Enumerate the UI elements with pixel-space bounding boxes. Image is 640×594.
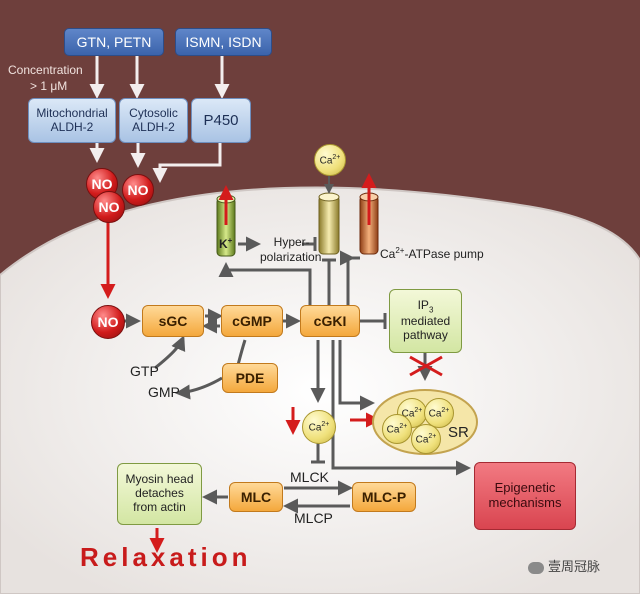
mitochondrial-aldh2-label: ALDH-2 xyxy=(50,119,94,134)
ip3-mediated-label: mediated xyxy=(400,313,451,328)
epigenetic-box: Epigenetic mechanisms xyxy=(474,462,576,530)
gtn-petn-label: GTN, PETN xyxy=(76,33,152,50)
pde-label: PDE xyxy=(235,369,265,386)
no-label-1: NO xyxy=(91,176,113,192)
concentration-threshold: > 1 μM xyxy=(30,79,68,93)
mlck-label: MLCK xyxy=(290,469,329,485)
hyper-line1: Hyper- xyxy=(273,235,310,249)
myosin-detach-box: Myosin head detaches from actin xyxy=(117,463,202,525)
ismn-isdn-box: ISMN, ISDN xyxy=(175,28,272,56)
gmp-label: GMP xyxy=(148,384,180,400)
pde-box: PDE xyxy=(222,363,278,393)
atpase-pump-label: Ca2+-ATPase pump xyxy=(380,246,484,261)
epigenetic-line1: Epigenetic xyxy=(494,480,556,496)
ca-sr1-label: Ca2+ xyxy=(401,406,423,420)
ismn-isdn-label: ISMN, ISDN xyxy=(185,33,262,50)
relaxation-label: Relaxation xyxy=(80,542,252,572)
ca-ion-sr-3: Ca2+ xyxy=(382,414,412,444)
ca-sr2-label: Ca2+ xyxy=(428,406,450,420)
ca-cyt-label: Ca2+ xyxy=(308,420,330,434)
ca-ext-label: Ca2+ xyxy=(319,153,341,167)
mitochondrial-aldh2-box: Mitochondrial ALDH-2 xyxy=(28,98,116,143)
ca-ion-extracellular: Ca2+ xyxy=(314,144,346,176)
p450-box: P450 xyxy=(191,98,251,143)
cgmp-label: cGMP xyxy=(232,312,272,329)
ca-sr4-label: Ca2+ xyxy=(415,432,437,446)
no-label-3: NO xyxy=(98,199,120,215)
mlc-box: MLC xyxy=(229,482,283,512)
cytosolic-aldh2-box: Cytosolic ALDH-2 xyxy=(119,98,188,143)
no-molecule-cell: NO xyxy=(91,305,125,339)
myosin-line1: Myosin head xyxy=(125,472,194,487)
cytosolic-aldh2-label: ALDH-2 xyxy=(132,119,175,134)
mlc-p-label: MLC-P xyxy=(361,488,407,505)
no-label-2: NO xyxy=(127,182,149,198)
wechat-icon xyxy=(528,561,544,574)
hyper-line2: polarization xyxy=(260,250,322,264)
myosin-line2: detaches xyxy=(135,486,184,501)
mlcp-label: MLCP xyxy=(294,510,333,526)
myosin-line3: from actin xyxy=(133,499,186,514)
watermark: 壹周冠脉 xyxy=(528,556,600,575)
cgmp-box: cGMP xyxy=(221,305,283,337)
mitochondrial-label: Mitochondrial xyxy=(36,105,108,120)
ca-channel xyxy=(318,192,340,255)
cgki-label: cGKI xyxy=(313,312,347,329)
gtp-label: GTP xyxy=(130,363,159,379)
cgki-box: cGKI xyxy=(300,305,360,337)
concentration-label: Concentration xyxy=(8,63,83,77)
cytosolic-label: Cytosolic xyxy=(129,105,178,120)
no-molecule-2: NO xyxy=(122,174,154,206)
watermark-text: 壹周冠脉 xyxy=(548,559,601,574)
ca-ion-sr-4: Ca2+ xyxy=(411,424,441,454)
epigenetic-line2: mechanisms xyxy=(488,495,562,510)
sr-label: SR xyxy=(448,424,469,441)
ip3-pathway-box: IP3 mediated pathway xyxy=(389,289,462,353)
p450-label: P450 xyxy=(203,111,239,129)
ip3-label: IP3 xyxy=(417,298,434,315)
ca-ion-sr-2: Ca2+ xyxy=(424,398,454,428)
no-label-cell: NO xyxy=(97,314,119,330)
k-label: K+ xyxy=(219,236,233,251)
gtn-petn-box: GTN, PETN xyxy=(64,28,164,56)
ca-ion-cytosolic: Ca2+ xyxy=(302,410,336,444)
sgc-box: sGC xyxy=(142,305,204,337)
ip3-pathway-label: pathway xyxy=(403,327,448,342)
sgc-label: sGC xyxy=(158,312,188,329)
hyperpolarization-label: Hyper- polarization xyxy=(260,235,322,265)
no-molecule-3: NO xyxy=(93,191,125,223)
mlc-label: MLC xyxy=(240,488,272,505)
mlc-p-box: MLC-P xyxy=(352,482,416,512)
ca-sr3-label: Ca2+ xyxy=(386,422,408,436)
